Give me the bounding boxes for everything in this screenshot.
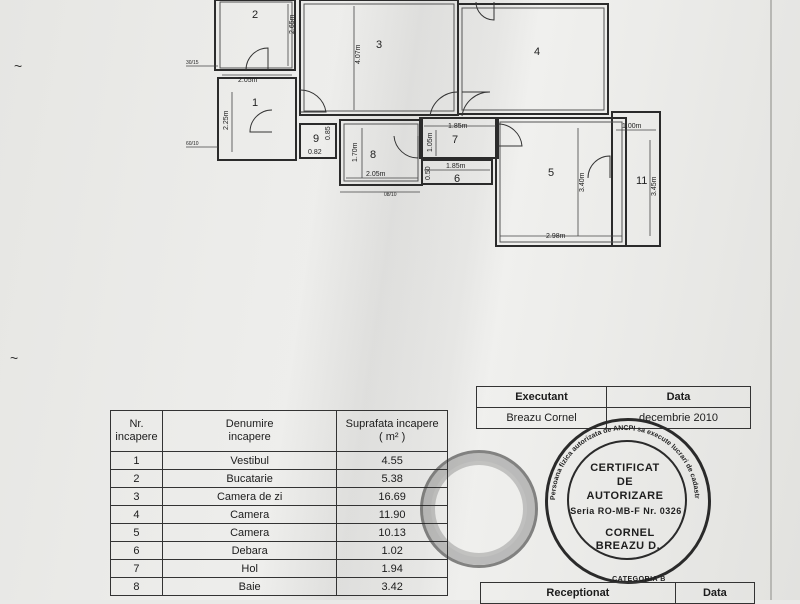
room-3-outline xyxy=(299,0,459,116)
dim-label: 3.40m xyxy=(579,172,586,192)
room-5-outline xyxy=(495,117,627,247)
dim-label: 3.45m xyxy=(651,176,658,196)
area-header: Suprafata incapere ( m² ) xyxy=(336,410,448,452)
room-number: 1 xyxy=(252,97,258,109)
room-number: 2 xyxy=(252,9,258,21)
door-arc xyxy=(475,1,495,21)
door-arc xyxy=(497,123,523,147)
dim-label: 1.05m xyxy=(427,132,434,152)
door-arc xyxy=(587,155,611,179)
page-edge xyxy=(770,0,772,600)
stamp-line: DE xyxy=(616,476,634,488)
dim-label: 4.07m xyxy=(355,44,362,64)
room-9-outline xyxy=(299,123,337,159)
door-arc xyxy=(249,109,273,133)
dim-label: 1.85m xyxy=(446,163,466,170)
stamp-line: CATEGORIA B xyxy=(612,576,666,583)
receptionat-header: Receptionat xyxy=(480,582,676,604)
authorization-stamp-inner-ring xyxy=(567,440,687,560)
room-number: 6 xyxy=(454,173,460,185)
executant-table: Executant Data Breazu Cornel decembrie 2… xyxy=(476,386,752,429)
dim-label: 0.50 xyxy=(425,166,432,180)
circular-stamp-faded xyxy=(420,450,538,568)
rooms-table: Nr. incapere Denumire incapere Suprafata… xyxy=(110,410,448,596)
room-number: 3 xyxy=(376,39,382,51)
room-11-outline xyxy=(611,111,661,247)
dim-label: 1.70m xyxy=(352,142,359,162)
room-number: 8 xyxy=(370,149,376,161)
stamp-line: CORNEL xyxy=(605,527,655,539)
room-8-outline xyxy=(339,119,423,186)
dim-label: 2.65m xyxy=(289,14,296,34)
dim-label: 2.05m xyxy=(366,171,386,178)
small-label: 08/10 xyxy=(384,192,397,198)
nr-header: Nr. incapere xyxy=(110,410,163,452)
stamp-line: AUTORIZARE xyxy=(586,490,664,502)
room-1-outline xyxy=(217,77,297,161)
receptionat-date-header: Data xyxy=(674,582,756,604)
room-number: 5 xyxy=(548,167,554,179)
door-arc xyxy=(461,91,491,117)
door-arc xyxy=(429,91,459,117)
door-arc xyxy=(299,89,327,113)
small-label: 60/10 xyxy=(186,141,199,147)
door-arc xyxy=(245,47,269,71)
room-6-outline xyxy=(421,159,493,185)
dim-label: 0.82 xyxy=(308,149,322,156)
room-4-outline xyxy=(457,3,609,115)
stamp-line: Seria RO-MB-F Nr. 0326 xyxy=(570,506,682,516)
room-number: 11 xyxy=(636,175,647,187)
dim-label: 2.98m xyxy=(546,233,566,240)
room-2-outline xyxy=(214,0,296,71)
date-header: Data xyxy=(605,386,752,408)
stamp-line: BREAZU D. xyxy=(595,540,661,552)
room-number: 7 xyxy=(452,134,458,146)
executant-name: Breazu Cornel xyxy=(476,407,607,429)
scan-mark: ~ xyxy=(14,58,23,74)
dim-label: 1.00m xyxy=(622,123,642,130)
dim-label: 2.05m xyxy=(238,77,258,84)
room-number: 9 xyxy=(313,133,319,145)
dim-label: 2.25m xyxy=(223,110,230,130)
receptionat-table: Receptionat Data xyxy=(480,582,756,604)
door-arc xyxy=(393,135,419,159)
room-number: 4 xyxy=(534,46,540,58)
name-header: Denumire incapere xyxy=(161,410,338,452)
room-7-outline xyxy=(419,117,499,159)
scan-mark: ~ xyxy=(10,350,19,366)
small-label: 30/15 xyxy=(186,60,199,66)
stamp-line: CERTIFICAT xyxy=(590,462,660,474)
dim-label: 0.85 xyxy=(325,126,332,140)
dim-label: 1.85m xyxy=(448,123,468,130)
executant-header: Executant xyxy=(476,386,607,408)
